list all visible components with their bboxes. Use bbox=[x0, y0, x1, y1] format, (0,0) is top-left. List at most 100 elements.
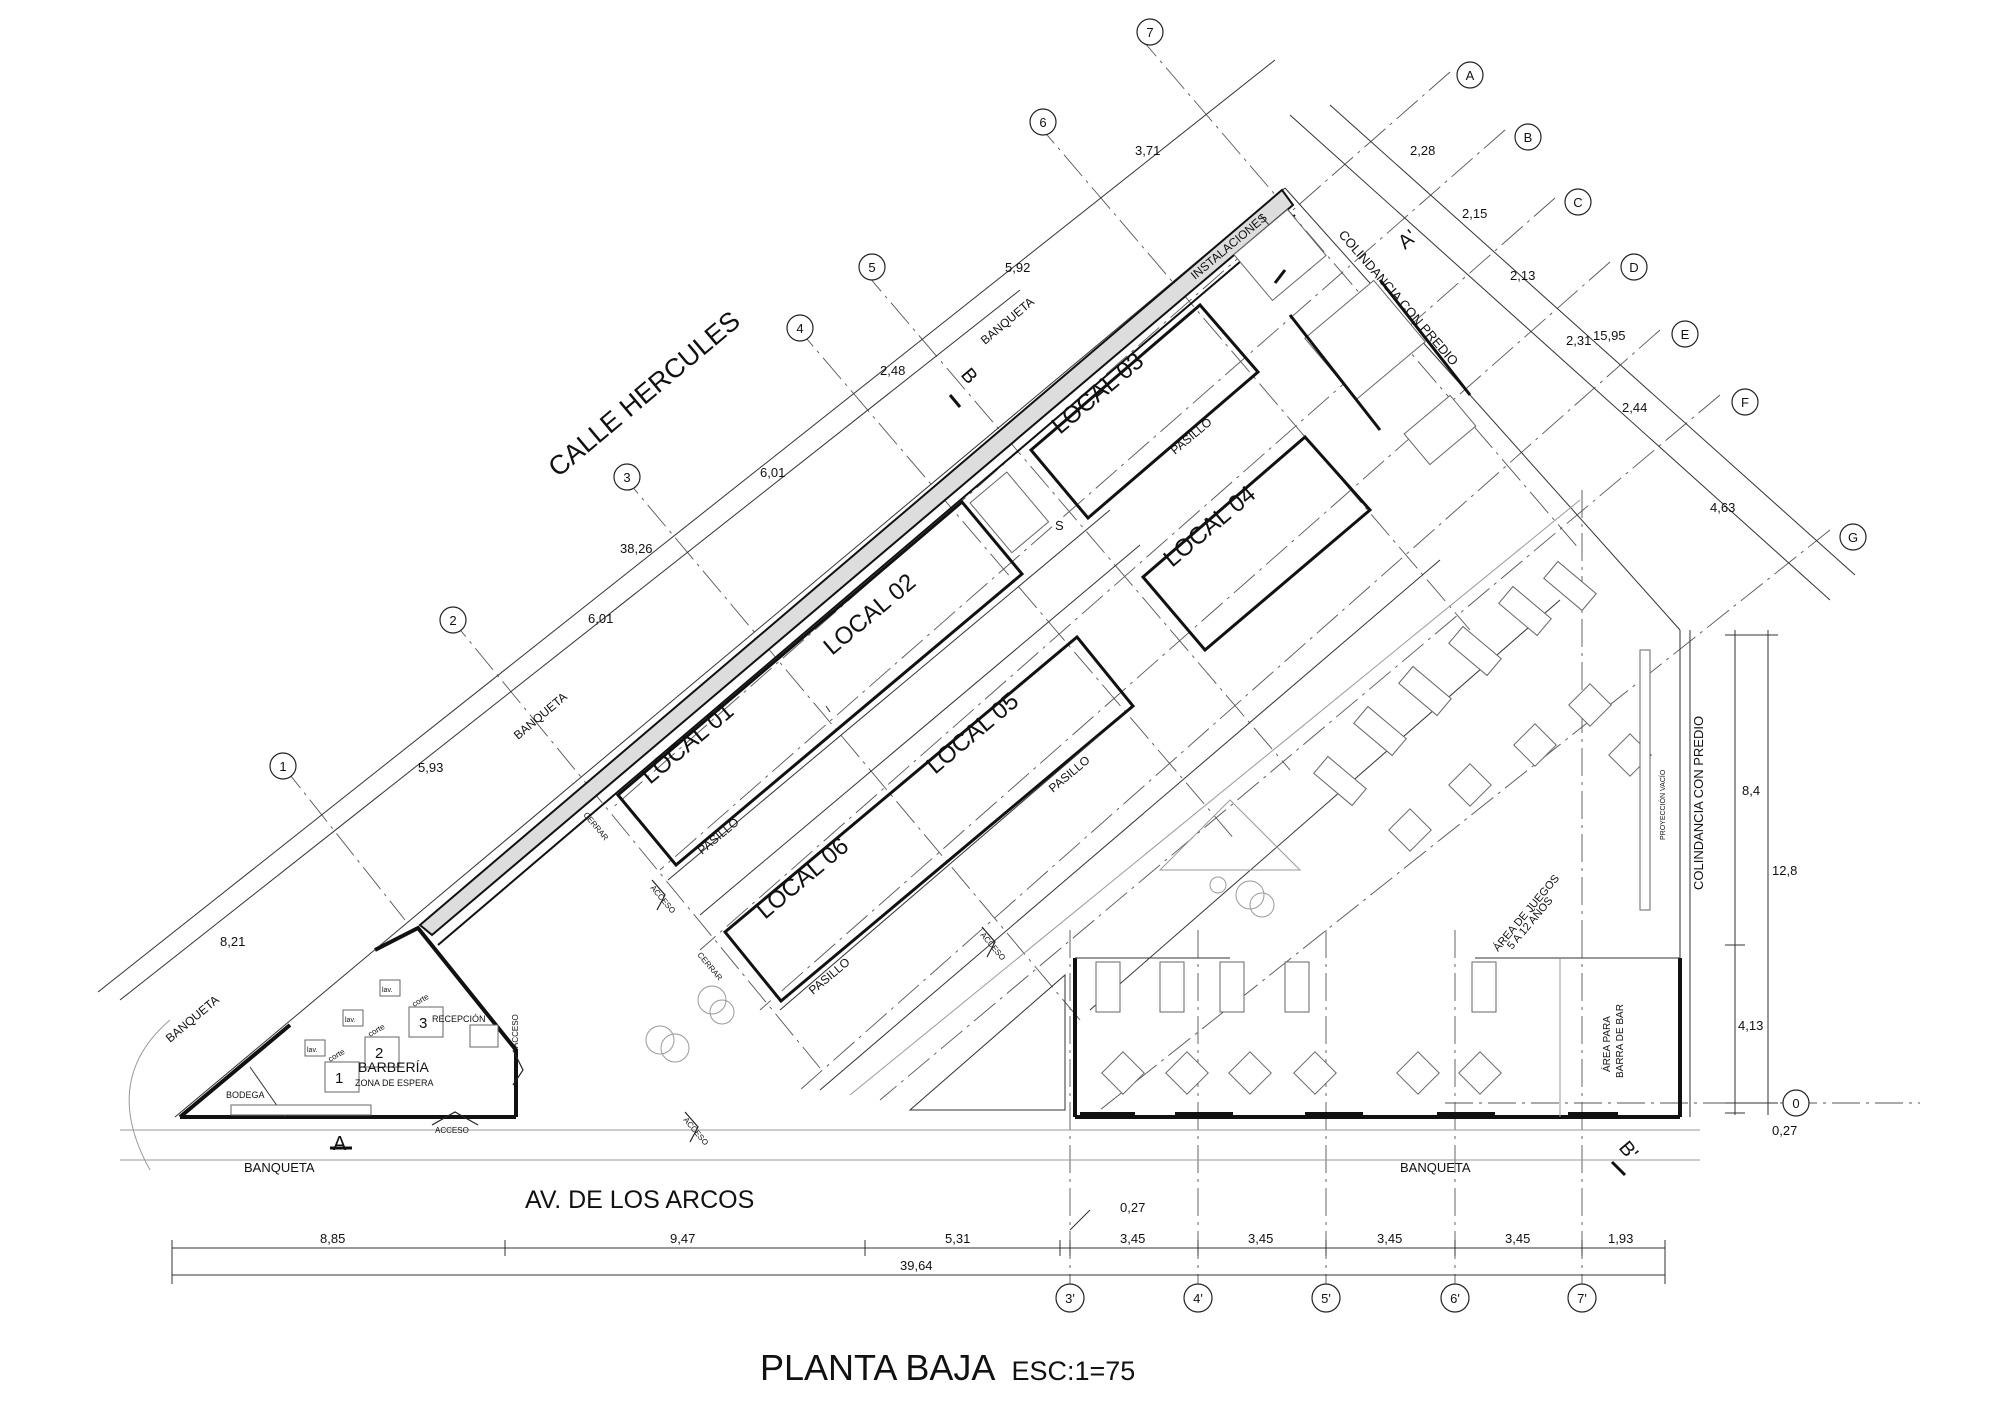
grid-bubble-a: A bbox=[1456, 61, 1484, 89]
grid-bubble-5: 5 bbox=[858, 253, 886, 281]
plan-title-scale: ESC:1=75 bbox=[1011, 1356, 1135, 1386]
local-04-label: LOCAL 04 bbox=[1159, 480, 1262, 572]
svg-text:4': 4' bbox=[1193, 1291, 1203, 1306]
barber-station-2: 2 bbox=[375, 1045, 383, 1062]
dim-diag-7: 3,71 bbox=[1135, 143, 1160, 158]
grid-bubble-f: F bbox=[1731, 388, 1759, 416]
cerrar-label-2: CERRAR bbox=[695, 951, 724, 983]
dim-letter-total: 15,95 bbox=[1593, 328, 1626, 343]
diagonal-grid-lines bbox=[282, 34, 1581, 1069]
sidewalk-label-5: BANQUETA bbox=[1400, 1160, 1471, 1175]
courtyard bbox=[908, 799, 1302, 1111]
stair-label: S bbox=[1055, 518, 1064, 533]
grid-bubble-6: 6 bbox=[1029, 108, 1057, 136]
plan-title-main: PLANTA BAJA bbox=[760, 1347, 995, 1388]
pasillo-label-1: PASILLO bbox=[695, 815, 742, 857]
acceso-label-4: ACCESO bbox=[435, 1126, 469, 1135]
dim-bottom-1: 8,85 bbox=[320, 1231, 345, 1246]
dim-right-3: 12,8 bbox=[1772, 863, 1797, 878]
plan-title: PLANTA BAJA ESC:1=75 bbox=[760, 1347, 1135, 1388]
street-av-de-los-arcos: AV. DE LOS ARCOS bbox=[525, 1186, 754, 1214]
grid-bubble-5p: 5' bbox=[1311, 1283, 1341, 1313]
dim-bottom-8: 1,93 bbox=[1608, 1231, 1633, 1246]
street-calle-hercules: CALLE HERCULES bbox=[543, 305, 746, 482]
lav-label-1: lav. bbox=[307, 1047, 317, 1054]
sidewalk-label-1: BANQUETA bbox=[163, 993, 222, 1046]
grid-bubble-4p: 4' bbox=[1183, 1283, 1213, 1313]
cut-a-prime: A' bbox=[1394, 226, 1421, 254]
local-05-label: LOCAL 05 bbox=[922, 687, 1025, 779]
letter-grid-lines bbox=[609, 71, 1831, 1111]
local-06-label: LOCAL 06 bbox=[752, 832, 855, 924]
grid-bubble-3p: 3' bbox=[1055, 1283, 1085, 1313]
dim-right-2: 4,13 bbox=[1738, 1018, 1763, 1033]
grid-bubble-1: 1 bbox=[269, 752, 297, 780]
dim-diag-6: 5,92 bbox=[1005, 260, 1030, 275]
area-bar-label-2: BARRA DE BAR bbox=[1615, 1004, 1626, 1078]
dim-bottom-3: 5,31 bbox=[945, 1231, 970, 1246]
dim-bottom-6: 3,45 bbox=[1377, 1231, 1402, 1246]
svg-text:E: E bbox=[1681, 327, 1690, 342]
barberia-title: BARBERÍA bbox=[358, 1059, 429, 1075]
dim-small-027: 0,27 bbox=[1120, 1200, 1145, 1215]
dim-diag-5: 2,48 bbox=[880, 363, 905, 378]
barberia-storage-label: BODEGA bbox=[226, 1090, 265, 1100]
svg-text:7: 7 bbox=[1146, 25, 1153, 40]
dim-bottom-total: 39,64 bbox=[900, 1258, 933, 1273]
area-bar-label-1: ÁREA PARA bbox=[1600, 1016, 1613, 1072]
dim-bottom-4: 3,45 bbox=[1120, 1231, 1145, 1246]
neighbor-label-2: COLINDANCIA CON PREDIO bbox=[1691, 716, 1706, 890]
corte-label-3: corte bbox=[411, 992, 431, 1009]
restaurant-area bbox=[1073, 957, 1682, 1119]
trees bbox=[645, 876, 1275, 1063]
grid-bubble-3: 3 bbox=[613, 463, 641, 491]
grid-bubbles-bottom: 3' 4' 5' 6' 7' 0 bbox=[1055, 1089, 1810, 1313]
barberia-reception-label: RECEPCIÓN bbox=[432, 1014, 486, 1024]
svg-text:0: 0 bbox=[1792, 1096, 1799, 1111]
grid-bubble-4: 4 bbox=[786, 314, 814, 342]
corte-label-1: corte bbox=[327, 1047, 347, 1064]
svg-text:G: G bbox=[1848, 530, 1858, 545]
dim-diag-1: 8,21 bbox=[220, 934, 245, 949]
dim-letter-6: 4,63 bbox=[1710, 500, 1735, 515]
svg-text:1: 1 bbox=[279, 759, 286, 774]
facade-strip bbox=[418, 188, 1296, 946]
grid-bubble-b: B bbox=[1514, 123, 1542, 151]
dim-diag-3: 6,01 bbox=[588, 611, 613, 626]
terrace-tables bbox=[1313, 560, 1652, 852]
svg-text:5: 5 bbox=[868, 260, 875, 275]
dim-bottom-5: 3,45 bbox=[1248, 1231, 1273, 1246]
barber-stations bbox=[304, 979, 499, 1093]
svg-text:C: C bbox=[1573, 195, 1582, 210]
dim-bottom-7: 3,45 bbox=[1505, 1231, 1530, 1246]
svg-text:7': 7' bbox=[1577, 1291, 1587, 1306]
services-block bbox=[1233, 208, 1477, 466]
sidewalk-label-4: BANQUETA bbox=[244, 1160, 315, 1175]
cerrar-label-1: CERRAR bbox=[581, 811, 610, 843]
barber-station-3: 3 bbox=[419, 1015, 427, 1032]
svg-text:5': 5' bbox=[1321, 1291, 1331, 1306]
svg-text:A: A bbox=[1466, 68, 1475, 83]
grid-bubble-7: 7 bbox=[1136, 18, 1164, 46]
dimension-lines bbox=[97, 59, 1856, 1284]
svg-text:D: D bbox=[1629, 260, 1638, 275]
grid-bubble-c: C bbox=[1564, 188, 1592, 216]
acceso-arrow-icon bbox=[431, 879, 996, 1143]
pasillo-label-2: PASILLO bbox=[1168, 415, 1215, 457]
dim-letter-1: 2,28 bbox=[1410, 143, 1435, 158]
grid-bubble-6p: 6' bbox=[1440, 1283, 1470, 1313]
lav-label-2: lav. bbox=[345, 1017, 355, 1024]
lav-label-3: lav. bbox=[382, 987, 392, 994]
tables-row bbox=[1095, 961, 1502, 1095]
grid-bubbles-diagonal: 1 2 3 4 5 6 7 bbox=[269, 18, 1164, 780]
corte-label-2: corte bbox=[367, 1022, 387, 1039]
dim-letter-5: 2,44 bbox=[1622, 400, 1647, 415]
grid-bubbles-letters: A B C D E F G bbox=[1456, 61, 1867, 551]
proyeccion-label: PROYECCIÓN VACÍO bbox=[1658, 769, 1667, 840]
window-bars bbox=[1080, 1112, 1618, 1118]
dim-right-027: 0,27 bbox=[1772, 1123, 1797, 1138]
barberia-waiting-label: ZONA DE ESPERA bbox=[355, 1078, 434, 1088]
barber-station-1: 1 bbox=[335, 1070, 343, 1087]
projection-strip bbox=[1639, 630, 1691, 1117]
